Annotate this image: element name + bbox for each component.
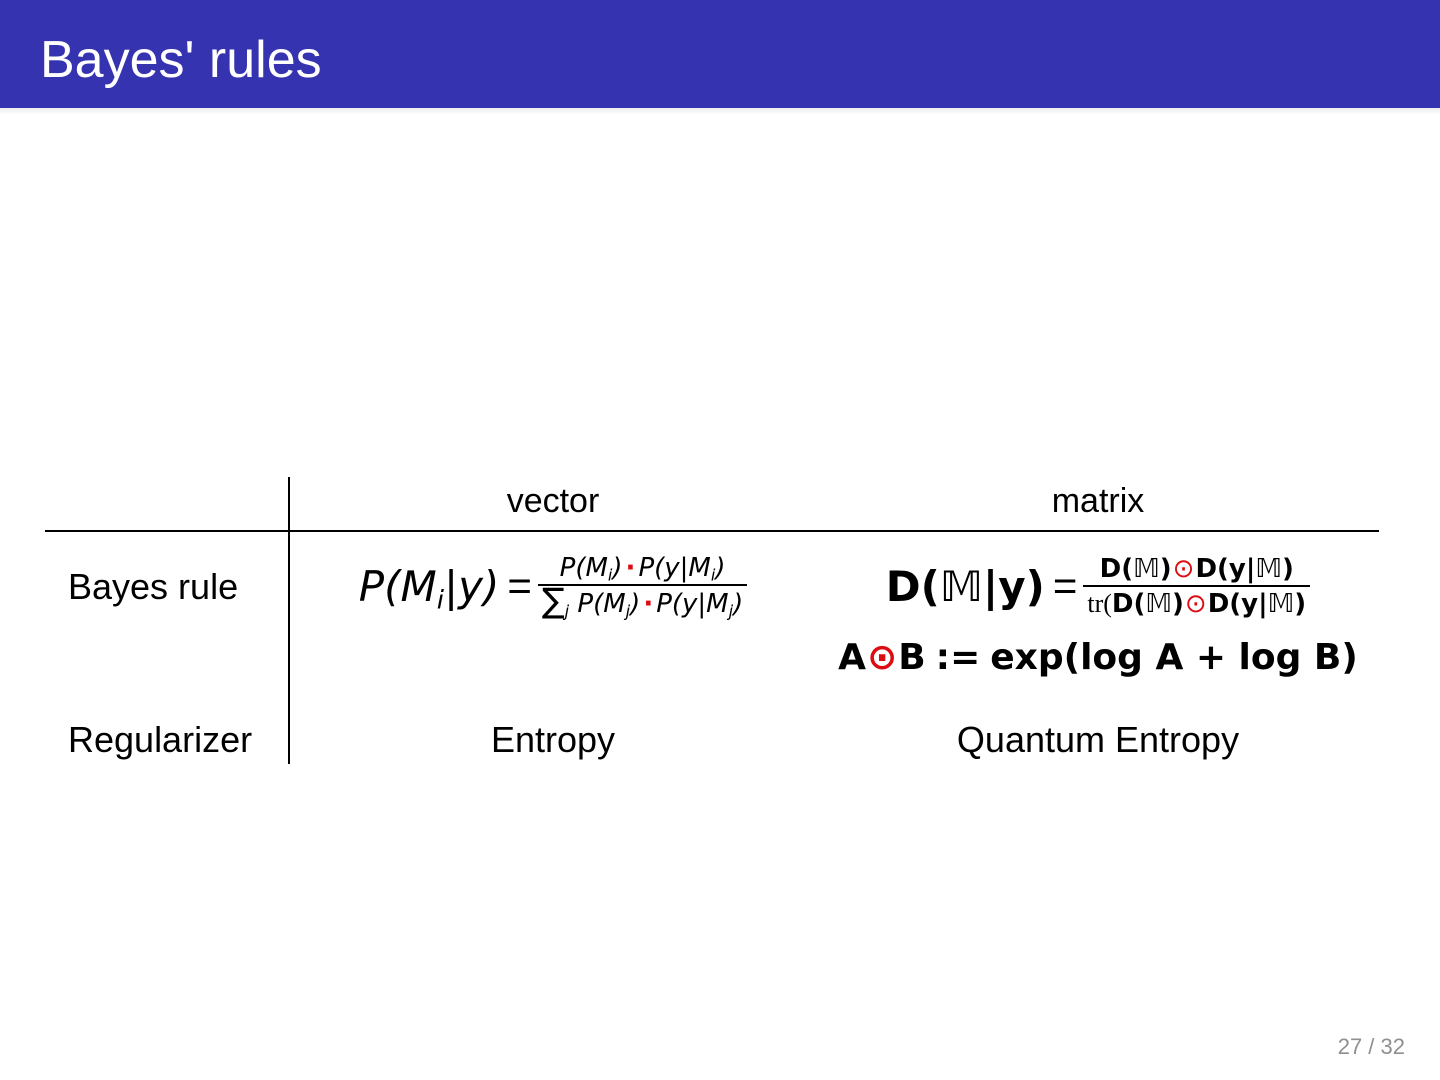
fraction-bar — [537, 584, 748, 586]
cell-regularizer-vector: Entropy — [490, 719, 616, 760]
table-horizontal-rule — [45, 530, 1379, 532]
vector-numerator: P(Mi)·P(y|Mi) — [559, 552, 726, 584]
matrix-denominator: tr(D(𝕄)⊙D(y|𝕄) — [1087, 588, 1307, 619]
odot-icon: ⊙ — [867, 637, 898, 678]
matrix-lhs: D(𝕄|y) — [885, 561, 1045, 611]
column-header-matrix: matrix — [1051, 482, 1145, 520]
formula-matrix-bayes: D(𝕄|y) = D(𝕄)⊙D(y|𝕄) tr(D(𝕄)⊙D(y|𝕄) — [816, 540, 1380, 632]
vector-equals: = — [507, 562, 532, 609]
fraction-bar — [1083, 585, 1311, 587]
column-header-vector: vector — [506, 482, 600, 520]
matrix-equals: = — [1052, 562, 1078, 609]
odot-icon: ⊙ — [1172, 552, 1195, 583]
slide-title: Bayes' rules — [40, 31, 322, 89]
vector-fraction: P(Mi)·P(y|Mi) ∑j P(Mj)·P(y|Mj) — [537, 552, 748, 621]
cell-regularizer-matrix: Quantum Entropy — [956, 719, 1240, 760]
matrix-numerator: D(𝕄)⊙D(y|𝕄) — [1099, 552, 1294, 584]
multiply-dot-icon: · — [643, 589, 654, 619]
formula-vector-bayes: P(Mi|y) = P(Mi)·P(y|Mi) ∑j P(Mj)·P(y|Mj) — [290, 540, 816, 632]
page-number: 27 / 32 — [1337, 1034, 1405, 1059]
slide-header-bar: Bayes' rules — [0, 0, 1440, 115]
formula-odot-definition: A⊙B:=exp(log A + log B) — [838, 637, 1358, 678]
row-label-bayes-rule: Bayes rule — [68, 566, 239, 607]
multiply-dot-icon: · — [625, 552, 636, 583]
sum-icon: ∑ — [541, 581, 565, 620]
row-label-regularizer: Regularizer — [68, 719, 253, 760]
table-vertical-rule — [288, 477, 290, 764]
matrix-fraction: D(𝕄)⊙D(y|𝕄) tr(D(𝕄)⊙D(y|𝕄) — [1083, 552, 1311, 621]
vector-lhs: P(Mi|y) — [358, 561, 500, 615]
vector-denominator: ∑j P(Mj)·P(y|Mj) — [541, 581, 744, 621]
odot-icon: ⊙ — [1184, 588, 1207, 618]
